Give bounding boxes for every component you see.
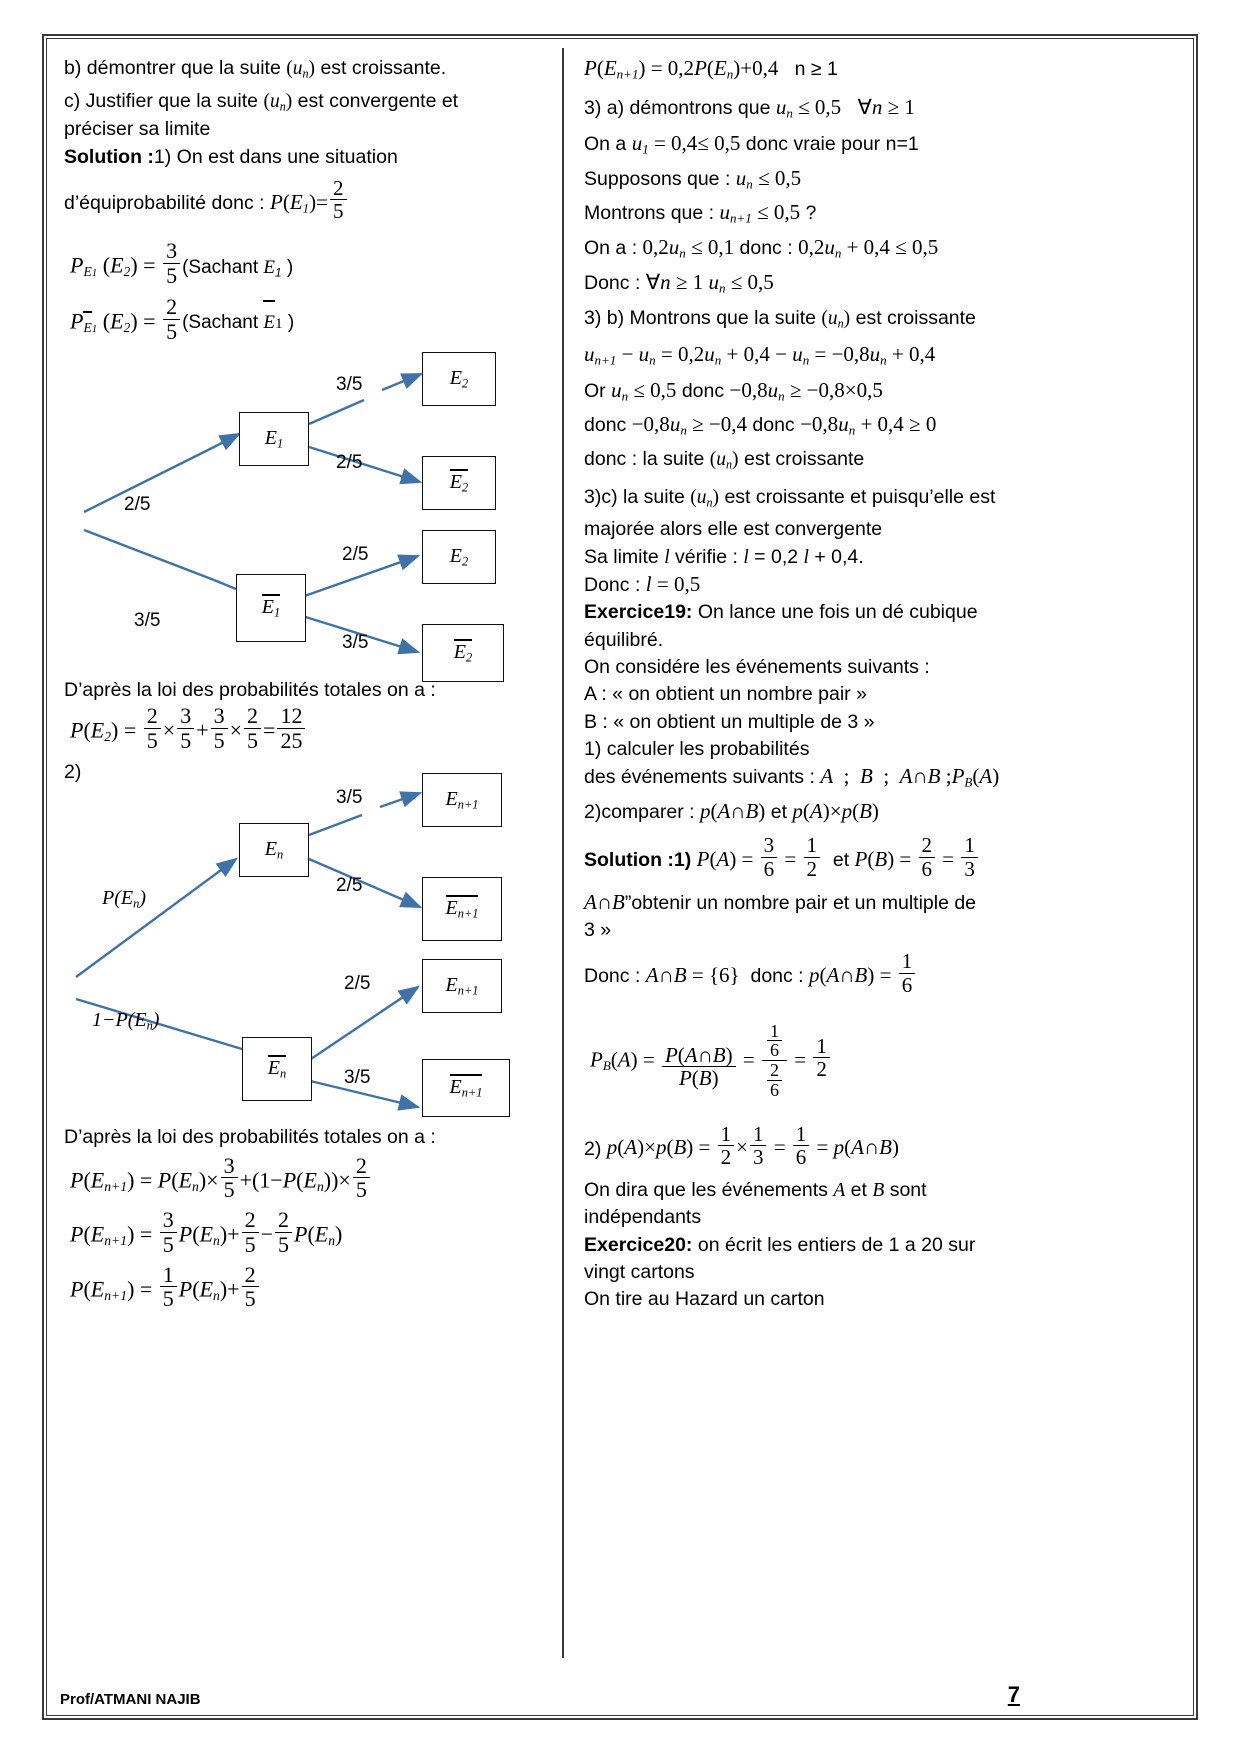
tree2-node-En1-a: En+1 xyxy=(422,773,502,828)
exercise-20-heading: Exercice20: on écrit les entiers de 1 a … xyxy=(584,1233,976,1256)
exercise-19-event-b: B : « on obtient un multiple de 3 » xyxy=(584,710,875,733)
page-outer-border xyxy=(42,34,1198,1720)
question-c-line2: préciser sa limite xyxy=(64,118,211,141)
footer-page-number: 7 xyxy=(1007,1682,1020,1707)
tree1-node-E2-bar-b: E2 xyxy=(422,455,496,510)
exercise-19-q1: 1) calculer les probabilités xyxy=(584,737,810,760)
tree1-node-E2-a: E2 xyxy=(422,351,496,406)
probability-tree-1: E1 E1 E2 E2 E2 E2 2/5 3/5 xyxy=(64,351,546,682)
exercise-19-heading: Exercice19: On lance une fois un dé cubi… xyxy=(584,601,978,624)
line-donc-inequality: donc −0,8un ≥ −0,4 donc −0,8un + 0,4 ≥ 0 xyxy=(584,412,937,439)
line-on-a-u1: On a u1 = 0,4≤ 0,5 donc vraie pour n=1 xyxy=(584,131,919,157)
tree1-edge-label-2-5-lower: 2/5 xyxy=(342,543,369,565)
exercise-19-q2: 2)comparer : p(A∩B) et p(A)×p(B) xyxy=(584,798,879,823)
tree2-edge-label-2-5-lower: 2/5 xyxy=(344,973,371,995)
solution-label: Solution : xyxy=(64,145,154,168)
tree2-node-En1-c: En+1 xyxy=(422,959,502,1014)
two-column-body: b) démontrer que la suite (un) est crois… xyxy=(56,48,1184,1658)
line-montrons: Montrons que : un+1 ≤ 0,5 ? xyxy=(584,200,817,227)
intersection-description-2: 3 » xyxy=(584,919,612,942)
line-on-a-2: On a : 0,2un ≤ 0,1 donc : 0,2un + 0,4 ≤ … xyxy=(584,234,939,261)
tree-1-edges xyxy=(83,372,424,655)
exercise-20-line2: vingt cartons xyxy=(584,1261,695,1284)
tree1-node-E2-c: E2 xyxy=(422,529,496,584)
tree2-node-En1-bar-d: En+1 xyxy=(422,1059,510,1118)
tree1-edge-label-2-5-root: 2/5 xyxy=(124,493,151,515)
tree1-edge-label-3-5-lower: 3/5 xyxy=(342,631,369,653)
loi-totale-1: D’après la loi des probabilités totales … xyxy=(64,678,436,701)
tree2-node-En1-bar-b: En+1 xyxy=(422,877,502,942)
recurrence-final: P(En+1) = 0,2P(En)+0,4 n ≥ 1 xyxy=(584,56,838,82)
tree-2-edges xyxy=(75,791,423,1111)
exercise-19-line3: On considére les événements suivants : xyxy=(584,655,930,678)
left-column: b) démontrer que la suite (un) est crois… xyxy=(56,48,556,1658)
tree2-node-En: En xyxy=(239,823,309,878)
line-donc-forall: Donc : ∀n ≥ 1 un ≤ 0,5 xyxy=(584,269,774,296)
line-or: Or un ≤ 0,5 donc −0,8un ≥ −0,8×0,5 xyxy=(584,377,883,404)
intersection-description: A∩B”obtenir un nombre pair et un multipl… xyxy=(584,889,977,914)
tree2-edge-label-3-5-lower: 3/5 xyxy=(344,1067,371,1089)
tree1-node-E2-bar-d: E2 xyxy=(422,623,504,682)
probability-tree-2: En En En+1 En+1 En+1 En+1 P(En) xyxy=(64,773,546,1118)
tree2-edge-label-1-minus-p-en: 1−P(En) xyxy=(92,1009,160,1033)
footer-author: Prof/ATMANI NAJIB xyxy=(60,1691,201,1708)
exercise-19-q1b: des événements suivants : A ; B ; A∩B ;P… xyxy=(584,764,1000,790)
question-b: b) démontrer que la suite (un) est crois… xyxy=(64,57,447,81)
item-2-label: 2) xyxy=(64,760,82,783)
independence-line: On dira que les événements A et B sont xyxy=(584,1179,927,1202)
u-n-paren: (un) xyxy=(263,91,293,114)
line-3a: 3) a) démontrons que un ≤ 0,5 ∀n ≥ 1 xyxy=(584,94,915,121)
question-c: c) Justifier que la suite (un) est conve… xyxy=(64,90,459,114)
tree2-edge-label-p-en: P(En) xyxy=(102,887,146,911)
line-donc-l: Donc : l = 0,5 xyxy=(584,571,701,596)
tree1-node-E1-bar: E1 xyxy=(236,573,306,642)
exercise-20-line3: On tire au Hazard un carton xyxy=(584,1288,825,1311)
exercise-19-line2: équilibré. xyxy=(584,628,664,651)
tree1-node-E1: E1 xyxy=(239,411,309,466)
column-divider xyxy=(562,48,564,1658)
line-3c-2: majorée alors elle est convergente xyxy=(584,518,883,541)
tree1-edge-label-3-5-upper: 3/5 xyxy=(336,373,363,395)
loi-totale-2: D’après la loi des probabilités totales … xyxy=(64,1126,436,1149)
line-3c: 3)c) la suite (un) est croissante et pui… xyxy=(584,486,996,510)
difference-formula: un+1 − un = 0,2un + 0,4 − un = −0,8un + … xyxy=(584,342,936,368)
line-supposons: Supposons que : un ≤ 0,5 xyxy=(584,165,802,192)
page-inner-border xyxy=(46,38,1194,1716)
tree1-edge-label-3-5-root: 3/5 xyxy=(134,609,161,631)
page-footer: Prof/ATMANI NAJIB 7 xyxy=(60,1682,1180,1708)
line-3b: 3) b) Montrons que la suite (un) est cro… xyxy=(584,307,976,331)
solution-intro: Solution :1) On est dans une situation xyxy=(64,145,398,168)
line-donc-croissante: donc : la suite (un) est croissante xyxy=(584,448,865,472)
u-n-paren: (un) xyxy=(286,58,316,81)
independence-line-2: indépendants xyxy=(584,1206,702,1229)
tree2-edge-label-3-5-upper: 3/5 xyxy=(336,787,363,809)
tree2-edge-label-2-5-upper: 2/5 xyxy=(336,875,363,897)
line-limite: Sa limite l vérifie : l = 0,2 l + 0,4. xyxy=(584,545,864,568)
exercise-19-event-a: A : « on obtient un nombre pair » xyxy=(584,683,867,706)
tree2-node-En-bar: En xyxy=(242,1037,312,1102)
tree1-edge-label-2-5-upper: 2/5 xyxy=(336,451,363,473)
right-column: P(En+1) = 0,2P(En)+0,4 n ≥ 1 3) a) démon… xyxy=(570,48,1070,1658)
